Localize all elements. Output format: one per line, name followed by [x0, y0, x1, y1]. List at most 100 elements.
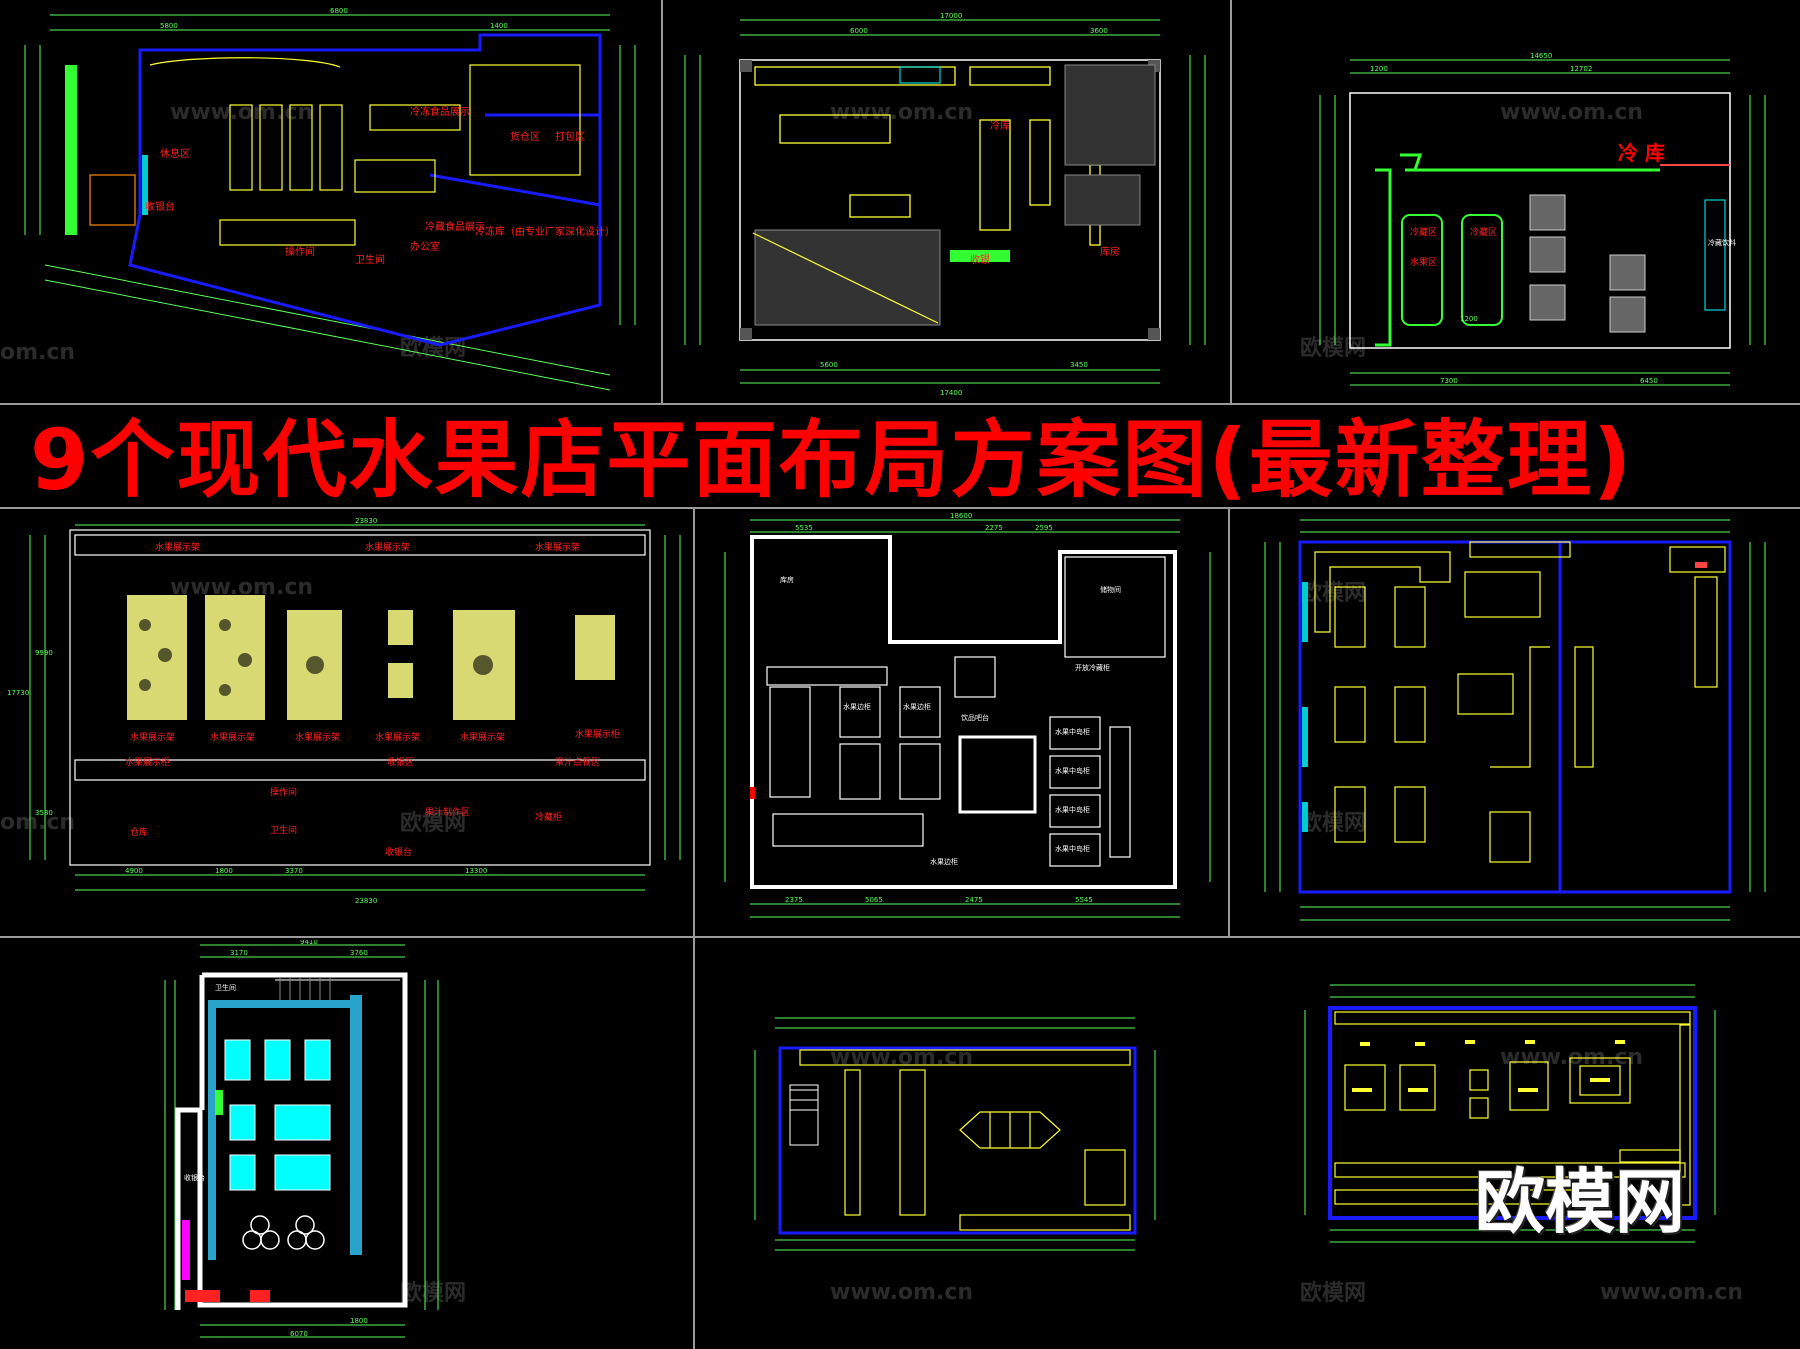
p5-dim-7: 5545 — [1075, 896, 1093, 904]
watermark-16: 欧模网 — [1300, 1281, 1367, 1306]
floor-plan-1: 休息区 收银台 操作间 卫生间 办公室 冷冻库（由专业厂家深化设计） 冷冻食品展… — [10, 5, 655, 400]
p5-label-0: 水果边柜 — [843, 702, 871, 711]
p2-label-0: 冷库 — [990, 119, 1010, 132]
p5-dim-1: 5535 — [795, 524, 813, 532]
p4-label-3: 水果展示架 — [130, 731, 175, 743]
p5-label-2: 水果边柜 — [930, 857, 958, 866]
p1-dim-2: 1400 — [490, 22, 508, 30]
page-title: 9个现代水果店平面布局方案图(最新整理) — [30, 411, 1634, 509]
p7-label-0: 卫生间 — [215, 983, 236, 992]
p7-label-1: 收银台 — [184, 1173, 205, 1182]
watermark-8: 欧模网 — [1300, 581, 1367, 606]
p1-label-6: 冷冻食品展示 — [410, 105, 470, 118]
p3-dim-4: 1200 — [1370, 65, 1388, 73]
p4-label-4: 水果展示架 — [210, 731, 255, 743]
watermark-6: om.cn — [0, 340, 76, 365]
p5-label-6: 水果中岛柜 — [1055, 844, 1090, 853]
floor-plan-5-drawing: 水果边柜 水果边柜 水果边柜 水果中岛柜 水果中岛柜 水果中岛柜 水果中岛柜 饮… — [724, 512, 1211, 918]
divider-v1 — [661, 0, 663, 403]
p4-label-14: 冷藏柜 — [535, 811, 562, 823]
p4-label-10: 仓库 — [130, 826, 148, 838]
p5-dim-4: 2375 — [785, 896, 803, 904]
p4-label-0: 水果展示架 — [155, 541, 200, 553]
p5-label-9: 库房 — [780, 575, 794, 584]
p1-label-3: 卫生间 — [355, 253, 385, 266]
p2-dim-1: 17400 — [940, 389, 962, 397]
floor-plan-3: 冷 库 冷藏区 冷藏区 水果区 冷藏饮料 14650 12702 7300 64… — [1240, 5, 1795, 400]
p1-dim-0: 6800 — [330, 7, 348, 15]
p4-dim-1: 4900 — [125, 867, 143, 875]
floor-plan-9 — [1290, 980, 1730, 1245]
watermark-14: 欧模网 — [400, 1281, 467, 1306]
p4-label-15: 果汁制作区 — [425, 806, 470, 818]
p4-label-5: 水果展示架 — [295, 731, 340, 743]
p3-dim-0: 14650 — [1530, 52, 1552, 60]
p7-dim-4: 6070 — [290, 1330, 308, 1338]
divider-v4 — [1228, 507, 1230, 936]
p5-dim-2: 2275 — [985, 524, 1003, 532]
p7-dim-0: 9410 — [300, 940, 318, 946]
floor-plan-2: 冷库 库房 收银 17000 17400 6000 3450 3600 5600 — [670, 5, 1225, 400]
p4-label-11: 卫生间 — [270, 824, 297, 836]
p7-dim-2: 3760 — [350, 949, 368, 957]
p4-label-12: 操作间 — [270, 786, 297, 798]
p7-dim-3: 1800 — [350, 1317, 368, 1325]
p1-label-7: 货仓区 — [510, 130, 540, 143]
p4-dim-3: 3370 — [285, 867, 303, 875]
floor-plan-6-drawing — [1264, 519, 1766, 921]
floor-plan-2-drawing: 冷库 库房 收银 17000 17400 6000 3450 3600 5600 — [684, 12, 1206, 397]
p5-dim-5: 5065 — [865, 896, 883, 904]
p5-dim-3: 2595 — [1035, 524, 1053, 532]
p5-dim-0: 18600 — [950, 512, 972, 520]
p3-label-1: 冷藏区 — [1410, 226, 1437, 238]
p4-dim-5: 23830 — [355, 897, 377, 905]
p1-label-1: 收银台 — [145, 200, 175, 213]
floor-plan-7: 卫生间 收银台 9410 3170 3760 1800 6070 — [160, 940, 460, 1345]
p1-label-2: 操作间 — [285, 245, 315, 258]
floor-plan-1-drawing: 休息区 收银台 操作间 卫生间 办公室 冷冻库（由专业厂家深化设计） 冷冻食品展… — [24, 7, 636, 391]
p5-dim-6: 2475 — [965, 896, 983, 904]
p2-dim-2: 6000 — [850, 27, 868, 35]
p4-dim-6: 17730 — [7, 689, 29, 697]
p3-dim-3: 6450 — [1640, 377, 1658, 385]
floor-plan-9-drawing — [1304, 984, 1716, 1243]
p4-dim-0: 23830 — [355, 517, 377, 525]
p4-dim-8: 3580 — [35, 809, 53, 817]
p3-dim-1: 12702 — [1570, 65, 1592, 73]
watermark-10: 欧模网 — [1300, 811, 1367, 836]
watermark-1: www.om.cn — [170, 100, 314, 125]
p5-label-1: 水果边柜 — [903, 702, 931, 711]
p2-label-1: 库房 — [1100, 245, 1120, 258]
p4-label-8: 水果展示柜 — [575, 728, 620, 740]
p4-label-1: 水果展示架 — [365, 541, 410, 553]
p4-dim-7: 9990 — [35, 649, 53, 657]
divider-h3 — [0, 936, 1800, 938]
p5-label-4: 水果中岛柜 — [1055, 766, 1090, 775]
p4-label-6: 水果展示架 — [375, 731, 420, 743]
watermark-2: www.om.cn — [830, 100, 974, 125]
p4-label-7: 水果展示架 — [460, 731, 505, 743]
p3-dim-5: 1200 — [1460, 315, 1478, 323]
p5-label-8: 开放冷藏柜 — [1075, 663, 1110, 672]
watermark-17: www.om.cn — [1600, 1280, 1744, 1305]
p4-dim-2: 1800 — [215, 867, 233, 875]
p2-dim-0: 17000 — [940, 12, 962, 20]
brand-logo-text: 欧模网 — [1475, 1161, 1685, 1243]
floor-plan-6 — [1240, 512, 1795, 932]
p4-dim-4: 13300 — [465, 867, 487, 875]
divider-v3 — [693, 507, 695, 1349]
p5-label-5: 水果中岛柜 — [1055, 805, 1090, 814]
watermark-9: 欧模网 — [400, 811, 467, 836]
p2-dim-5: 5600 — [820, 361, 838, 369]
p3-label-3: 水果区 — [1410, 256, 1437, 268]
p4-label-17: 收银区 — [387, 756, 414, 768]
watermark-15: www.om.cn — [830, 1280, 974, 1305]
p1-label-8: 打包区 — [555, 130, 585, 143]
floor-plan-4: 水果展示架 水果展示架 水果展示架 水果展示架 水果展示架 水果展示架 水果展示… — [5, 515, 690, 933]
p3-label-4: 冷藏饮料 — [1708, 238, 1736, 247]
divider-h2 — [0, 507, 1800, 509]
p1-label-0: 休息区 — [160, 147, 190, 160]
p3-cold-storage: 冷 库 — [1618, 141, 1665, 165]
p5-label-7: 饮品吧台 — [961, 713, 989, 722]
p2-dim-3: 3450 — [1070, 361, 1088, 369]
